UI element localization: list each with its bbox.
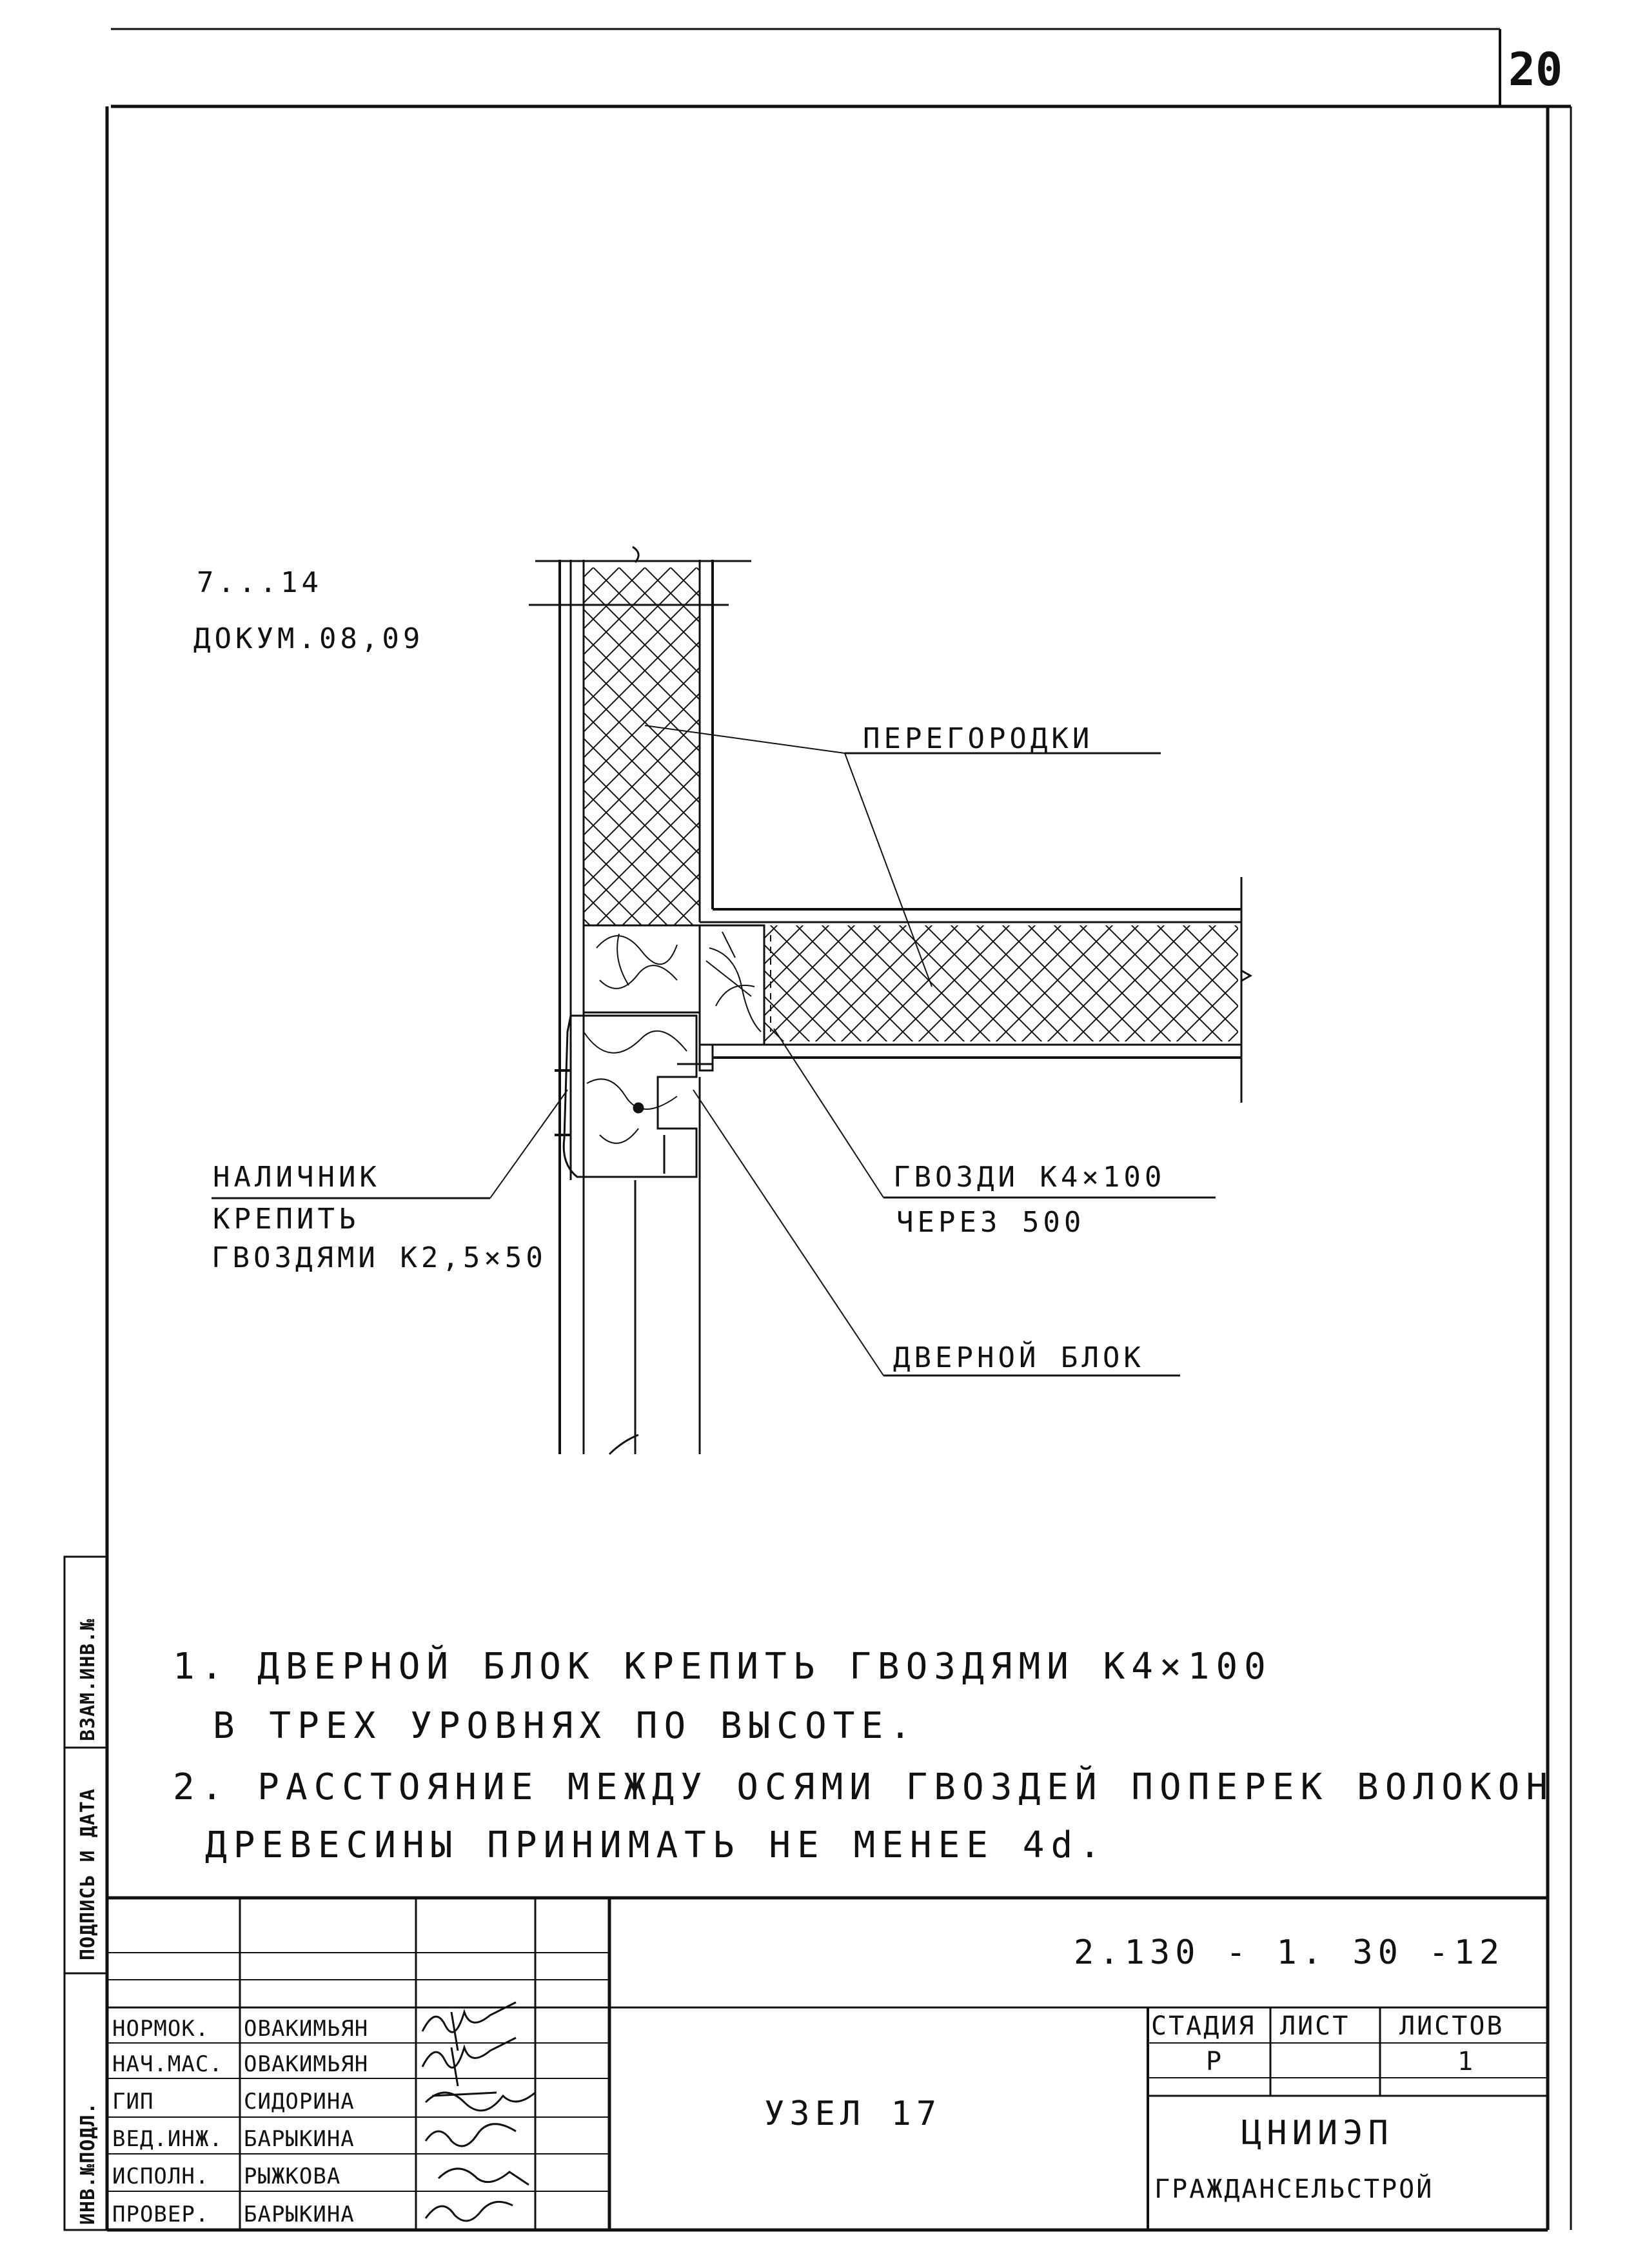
door-block-label: ДВЕРНОЙ БЛОК (893, 1340, 1145, 1374)
ref-label-line2: ДОКУМ.08,09 (193, 622, 424, 655)
role-label: ГИП (112, 2089, 153, 2115)
stage-header: СТАДИЯ (1151, 2011, 1256, 2041)
sheet-frame (105, 28, 1572, 2232)
side-stamp-vzam: ВЗАМ.ИНВ.№ (77, 1618, 99, 1741)
role-label: НОРМОК. (112, 2016, 209, 2042)
signature-4 (424, 2123, 517, 2147)
name-label: БАРЫКИНА (244, 2126, 355, 2152)
drawing-title: УЗЕЛ 17 (764, 2095, 942, 2133)
side-stamp-sign-date: ПОДПИСЬ И ДАТА (77, 1788, 99, 1960)
note-2-cont: ДРЕВЕСИНЫ ПРИНИМАТЬ НЕ МЕНЕЕ 4d. (205, 1824, 1107, 1866)
sheet-header: ЛИСТ (1280, 2011, 1350, 2041)
stage-value: Р (1206, 2047, 1223, 2076)
side-stamp (63, 1555, 108, 2231)
note-2: 2. РАССТОЯНИЕ МЕЖДУ ОСЯМИ ГВОЗДЕЙ ПОПЕРЕ… (173, 1766, 1554, 1808)
sheet-number: 20 (1508, 43, 1563, 96)
detail-drawing (212, 546, 1253, 1455)
signature-2 (421, 2036, 517, 2087)
drawing-code: 2.130 - 1. 30 -12 (1074, 1933, 1504, 1972)
casing-label-line3: ГВОЗДЯМИ К2,5×50 (212, 1241, 547, 1274)
name-label: СИДОРИНА (244, 2089, 355, 2115)
title-block-grid (107, 1896, 1548, 2230)
sheets-value: 1 (1457, 2047, 1475, 2076)
name-label: ОВАКИМЬЯН (244, 2051, 368, 2077)
org-line2: ГРАЖДАНСЕЛЬСТРОЙ (1154, 2173, 1434, 2204)
ref-label-line1: 7...14 (197, 566, 322, 599)
nails-label-line2: ЧЕРЕЗ 500 (896, 1206, 1085, 1239)
signatures (421, 2001, 536, 2222)
nails-label-line1: ГВОЗДИ К4×100 (893, 1161, 1165, 1194)
signature-5 (437, 2167, 529, 2186)
signature-3 (424, 2091, 536, 2112)
side-stamp-inv-podl: ИНВ.№ПОДЛ. (77, 2102, 99, 2225)
note-1: 1. ДВЕРНОЙ БЛОК КРЕПИТЬ ГВОЗДЯМИ К4×100 (173, 1645, 1272, 1688)
title-block-people: НОРМОК. ОВАКИМЬЯН НАЧ.МАС. ОВАКИМЬЯН ГИП… (112, 2016, 368, 2227)
casing-label-line1: НАЛИЧНИК (213, 1161, 380, 1194)
role-label: ПРОВЕР. (112, 2202, 209, 2227)
name-label: ОВАКИМЬЯН (244, 2016, 368, 2042)
sheets-header: ЛИСТОВ (1399, 2011, 1504, 2041)
role-label: НАЧ.МАС. (112, 2051, 223, 2077)
signature-1 (421, 2001, 517, 2051)
name-label: БАРЫКИНА (244, 2202, 355, 2227)
name-label: РЫЖКОВА (244, 2164, 340, 2189)
partition-label: ПЕРЕГОРОДКИ (863, 722, 1093, 755)
casing-label-line2: КРЕПИТЬ (213, 1203, 359, 1236)
role-label: ИСПОЛН. (112, 2164, 209, 2189)
note-1-cont: В ТРЕХ УРОВНЯХ ПО ВЫСОТЕ. (213, 1705, 918, 1747)
signature-6 (424, 2200, 513, 2222)
role-label: ВЕД.ИНЖ. (112, 2126, 223, 2152)
org-line1: ЦНИИЭП (1241, 2114, 1394, 2153)
